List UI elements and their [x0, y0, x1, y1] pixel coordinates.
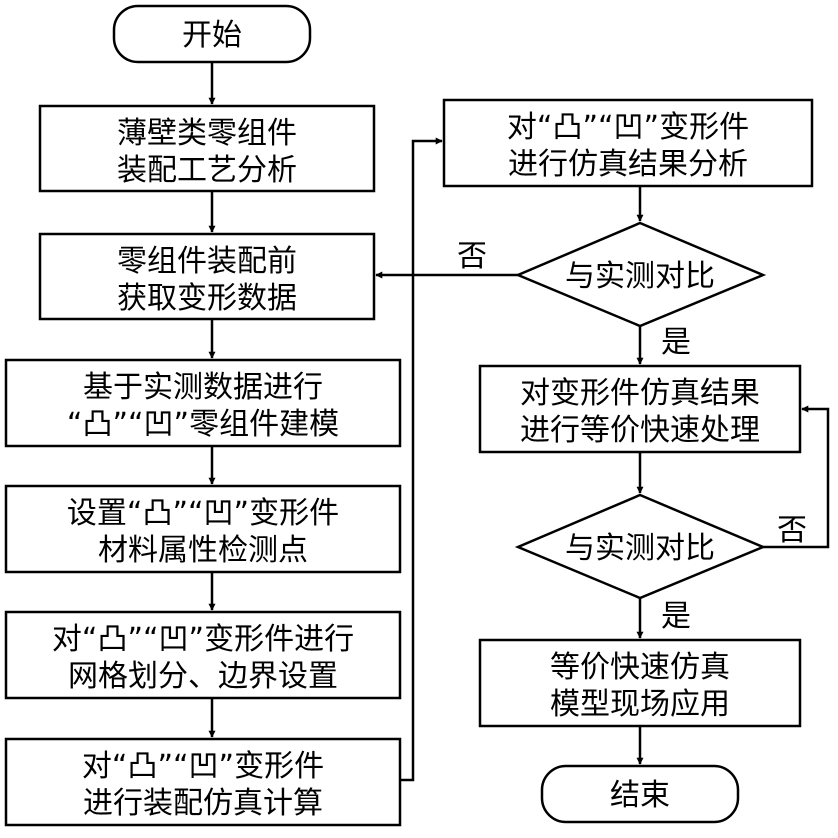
- process-modeling: 基于实测数据进行 “凸”“凹”零组件建模: [4, 358, 402, 448]
- end-node: 结束: [540, 764, 740, 824]
- end-label: 结束: [610, 778, 670, 813]
- arrow-step6-to-step7: [400, 137, 443, 782]
- process-equivalent-processing-line2: 进行等价快速处理: [520, 413, 760, 448]
- process-meshing-line2: 网格划分、边界设置: [68, 659, 338, 694]
- process-assembly-analysis-line1: 薄壁类零组件: [117, 116, 297, 151]
- process-assembly-simulation-line1: 对“凸”“凹”变形件: [82, 749, 324, 784]
- process-modeling-line1: 基于实测数据进行: [83, 370, 323, 405]
- process-field-application-line1: 等价快速仿真: [550, 650, 730, 685]
- decision-compare-1: 与实测对比: [514, 221, 767, 328]
- process-get-deformation-data-line1: 零组件装配前: [117, 244, 297, 279]
- process-result-analysis-line1: 对“凸”“凹”变形件: [507, 110, 749, 145]
- edge-label-d2-yes: 是: [661, 599, 691, 634]
- process-equivalent-processing-line1: 对变形件仿真结果: [520, 376, 760, 411]
- process-assembly-simulation-line2: 进行装配仿真计算: [83, 786, 323, 821]
- process-result-analysis: 对“凸”“凹”变形件 进行仿真结果分析: [442, 98, 814, 188]
- process-result-analysis-line2: 进行仿真结果分析: [508, 147, 748, 182]
- edge-label-d1-no: 否: [457, 239, 487, 274]
- process-field-application: 等价快速仿真 模型现场应用: [478, 638, 802, 728]
- process-equivalent-processing: 对变形件仿真结果 进行等价快速处理: [478, 364, 802, 454]
- arrow-decision2-no-to-step8: [763, 405, 830, 549]
- process-assembly-analysis-line2: 装配工艺分析: [117, 153, 297, 188]
- process-meshing: 对“凸”“凹”变形件进行 网格划分、边界设置: [4, 610, 402, 700]
- decision-compare-2: 与实测对比: [514, 493, 767, 600]
- edge-label-d1-yes: 是: [661, 325, 691, 360]
- decision-compare-1-label: 与实测对比: [565, 259, 715, 294]
- process-field-application-line2: 模型现场应用: [550, 687, 730, 722]
- process-assembly-analysis: 薄壁类零组件 装配工艺分析: [38, 104, 376, 193]
- process-material-properties-line2: 材料属性检测点: [98, 533, 308, 568]
- start-label: 开始: [182, 18, 242, 53]
- process-meshing-line1: 对“凸”“凹”变形件进行: [52, 622, 354, 657]
- process-material-properties: 设置“凸”“凹”变形件 材料属性检测点: [4, 484, 402, 574]
- edge-label-d2-no: 否: [777, 513, 807, 548]
- process-assembly-simulation: 对“凸”“凹”变形件 进行装配仿真计算: [4, 737, 402, 827]
- process-material-properties-line1: 设置“凸”“凹”变形件: [67, 496, 339, 531]
- process-modeling-line2: “凸”“凹”零组件建模: [67, 407, 339, 442]
- decision-compare-2-label: 与实测对比: [565, 531, 715, 566]
- process-get-deformation-data: 零组件装配前 获取变形数据: [38, 232, 376, 321]
- start-node: 开始: [112, 4, 312, 64]
- process-get-deformation-data-line2: 获取变形数据: [117, 281, 297, 316]
